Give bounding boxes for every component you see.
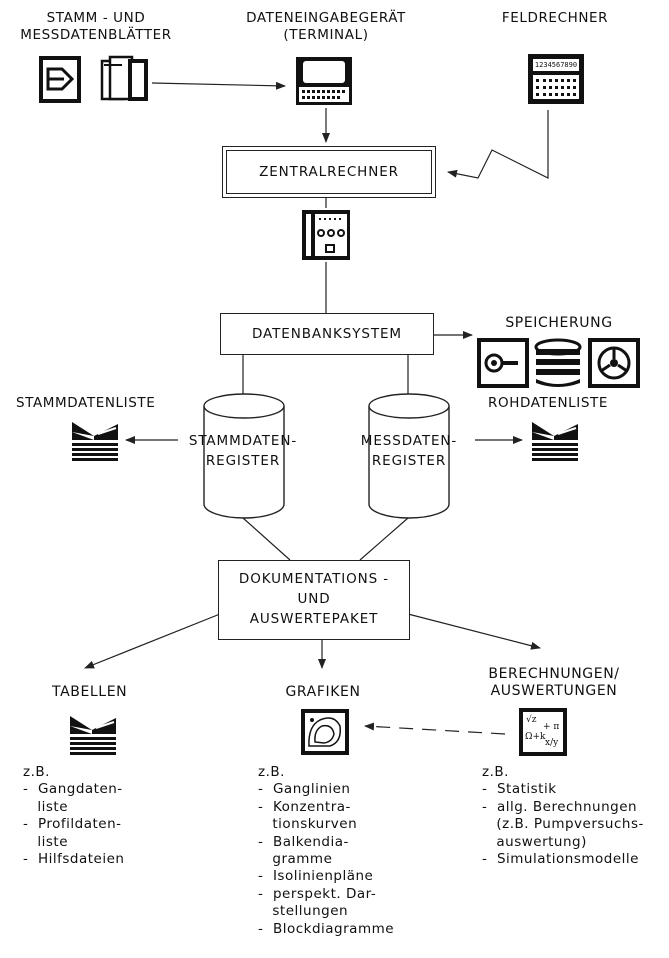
tabellen-printout-icon bbox=[70, 716, 116, 755]
dokumentation-box bbox=[218, 560, 410, 640]
arrow-doku-berechnungen bbox=[407, 613, 541, 650]
grafiken-title: GRAFIKEN bbox=[285, 684, 361, 700]
berechnungen-title: BERECHNUNGEN/ AUSWERTUNGEN bbox=[488, 666, 620, 699]
terminal-icon bbox=[296, 57, 352, 105]
stammdaten-register-label: STAMMDATEN- REGISTER bbox=[188, 433, 298, 469]
line-messreg-doku bbox=[359, 517, 409, 561]
zentralrechner-label: ZENTRALRECHNER bbox=[259, 164, 399, 180]
stamm-messdaten-title: STAMM - UND MESSDATENBLÄTTER bbox=[20, 10, 172, 43]
lightning-link bbox=[447, 110, 549, 179]
stammdatenliste-printout-icon bbox=[72, 422, 118, 461]
computer-icon bbox=[302, 210, 350, 260]
storage-media-icon bbox=[477, 338, 640, 388]
feldrechner-icon: 1234567890 bbox=[528, 54, 584, 104]
stammdaten-register-cylinder bbox=[203, 393, 285, 519]
terminal-title: DATENEINGABEGERÄT (TERMINAL) bbox=[246, 10, 406, 43]
datenbanksystem-label: DATENBANKSYSTEM bbox=[252, 326, 402, 342]
arrow-doku-tabellen bbox=[84, 613, 221, 669]
grafiken-list: z.B. - Ganglinien - Konzentra- tionskurv… bbox=[258, 764, 395, 937]
tabellen-title: TABELLEN bbox=[52, 684, 128, 700]
datenbanksystem-box bbox=[220, 313, 434, 355]
tabellen-list: z.B. - Gangdaten- liste - Profildaten- l… bbox=[23, 764, 125, 868]
berechnungen-list: z.B. - Statistik - allg. Berechnungen (z… bbox=[482, 764, 644, 868]
line-stammreg-doku bbox=[242, 517, 291, 561]
feldrechner-display: 1234567890 bbox=[533, 59, 579, 71]
grafiken-contour-icon bbox=[301, 709, 349, 755]
speicherung-title: SPEICHERUNG bbox=[505, 315, 613, 331]
arrow-sheets-terminal bbox=[151, 81, 286, 90]
feldrechner-title: FELDRECHNER bbox=[501, 10, 609, 26]
berechnungen-formula-icon: √z + π Ω+k x/y bbox=[519, 708, 567, 756]
dashed-arrow-berechnungen-grafiken bbox=[364, 722, 506, 735]
data-sheets-icon bbox=[39, 55, 148, 103]
dokumentation-label: DOKUMENTATIONS - UND AUSWERTEPAKET bbox=[238, 571, 390, 627]
messdaten-register-label: MESSDATEN- REGISTER bbox=[360, 433, 458, 469]
stammdatenliste-title: STAMMDATENLISTE bbox=[16, 395, 156, 411]
zentralrechner-box bbox=[222, 146, 436, 198]
rohdatenliste-printout-icon bbox=[532, 422, 578, 461]
messdaten-register-cylinder bbox=[368, 393, 450, 519]
rohdatenliste-title: ROHDATENLISTE bbox=[488, 395, 609, 411]
